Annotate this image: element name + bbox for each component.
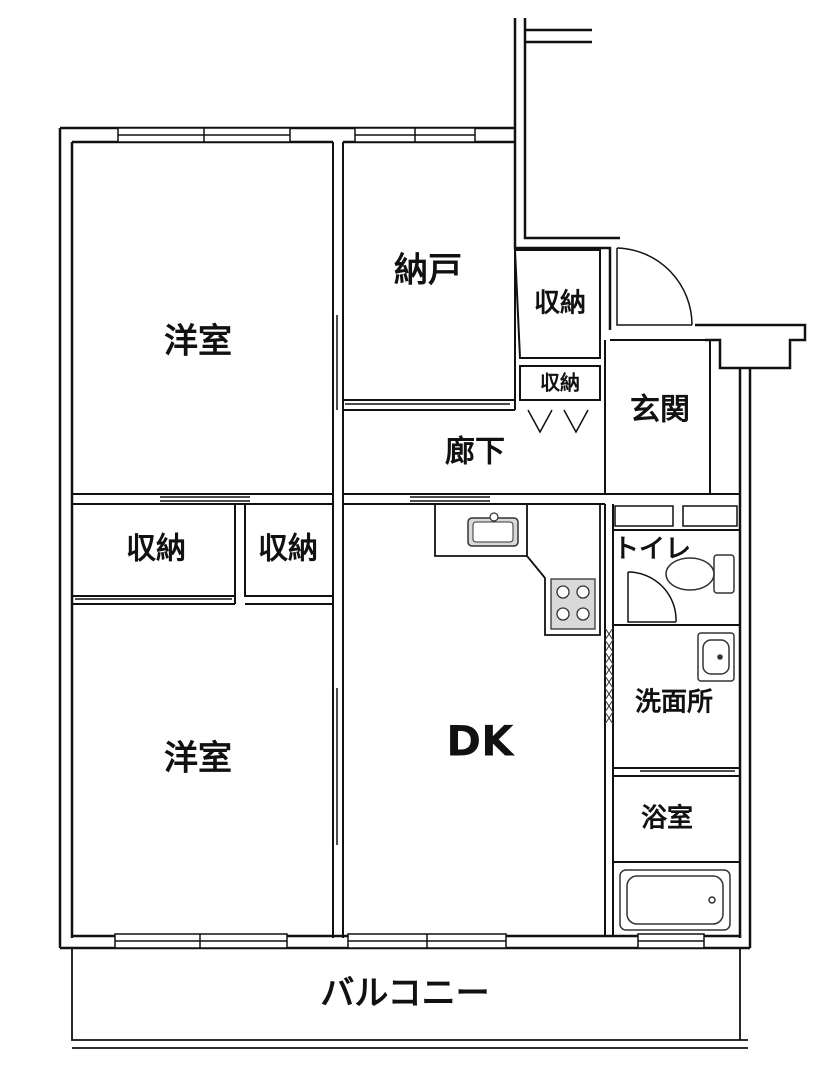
swing-doors (527, 247, 693, 623)
balcony-outline (71, 948, 748, 1049)
stove (550, 578, 596, 630)
hatched-partition (604, 627, 614, 725)
outer-walls (58, 18, 807, 950)
label-toilet: トイレ (613, 535, 691, 565)
wet-area-vents (614, 505, 738, 527)
label-storeroom: 納戸 (394, 251, 462, 291)
sliding-doors (75, 315, 735, 845)
label-balcony: バルコニー (320, 974, 489, 1014)
windows-top (117, 127, 476, 143)
label-entrance: 玄関 (630, 393, 690, 428)
label-western-room-top: 洋室 (164, 322, 232, 362)
label-closet-storeroom: 収納 (534, 288, 586, 319)
sink (467, 512, 519, 547)
label-dining-kitchen: DK (446, 717, 515, 766)
label-closet-mid: 収納 (258, 532, 318, 567)
label-washroom: 洗面所 (635, 688, 713, 718)
kitchen-counter (434, 503, 601, 636)
label-hallway: 廊下 (445, 435, 505, 470)
windows-bottom (114, 933, 705, 949)
toilet-fixture (665, 554, 735, 594)
label-closet-left: 収納 (126, 532, 186, 567)
label-western-room-bottom: 洋室 (164, 739, 232, 779)
label-bathroom: 浴室 (641, 803, 693, 834)
bathtub-fixture (619, 869, 731, 931)
washbasin-fixture (697, 632, 735, 682)
label-closet-small: 収納 (540, 371, 580, 395)
